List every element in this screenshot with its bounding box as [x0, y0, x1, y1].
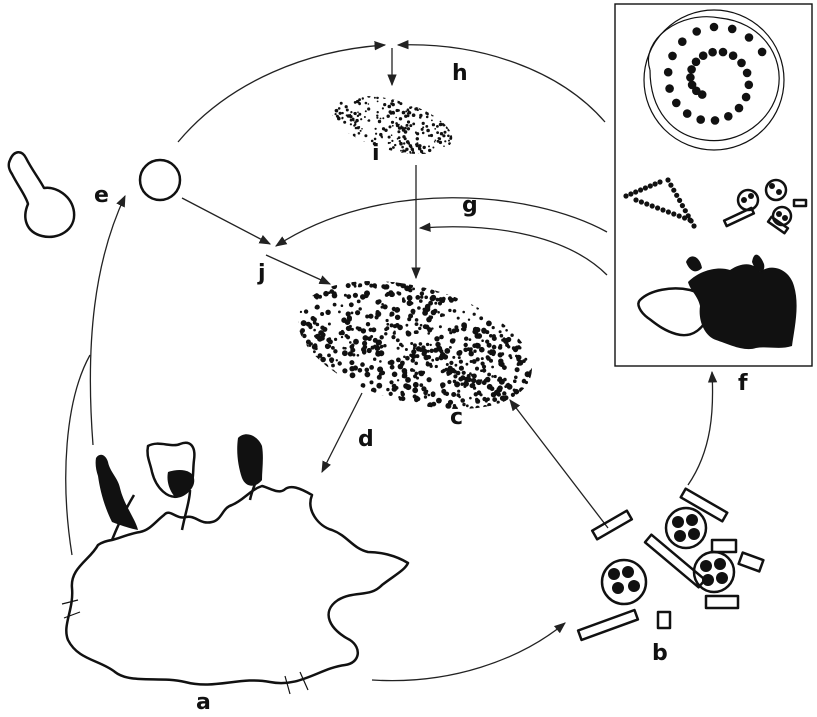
arrow-e-to-j	[182, 198, 270, 244]
myxamoebae-small-cluster	[326, 90, 460, 161]
arrow-f-to-h	[398, 45, 605, 122]
label-i: i	[372, 141, 380, 166]
sclerotium-fragments	[578, 489, 763, 640]
label-h: h	[452, 61, 468, 86]
label-b: b	[652, 641, 668, 666]
plasmodium-cluster	[282, 264, 548, 426]
spore-icon	[140, 160, 180, 200]
arrow-f-to-g	[420, 227, 607, 275]
arrow-f-to-j	[276, 198, 607, 246]
label-a: a	[196, 690, 211, 715]
sclerotium-cyst-2	[666, 508, 706, 548]
label-c: c	[450, 405, 463, 430]
germinating-spore-icon	[9, 152, 74, 237]
arrow-e-to-h	[178, 45, 385, 142]
arrow-a-to-b	[372, 623, 565, 681]
sclerotium-cyst-1	[602, 560, 646, 604]
arrow-j-to-c	[266, 255, 330, 284]
label-j: j	[257, 261, 266, 286]
arrow-b-to-f	[688, 372, 713, 485]
arrow-a-to-e	[90, 196, 125, 445]
label-e: e	[94, 183, 109, 208]
label-d: d	[358, 427, 374, 452]
inset-box	[615, 4, 812, 366]
arrow-c-to-a	[322, 393, 362, 472]
label-f: f	[738, 371, 748, 396]
arrow-b-to-c	[510, 400, 608, 528]
plasmodium-with-sporangia	[62, 434, 408, 694]
label-g: g	[462, 193, 478, 218]
arrow-a-outer	[66, 355, 90, 555]
sclerotium-cyst-3	[694, 552, 734, 592]
